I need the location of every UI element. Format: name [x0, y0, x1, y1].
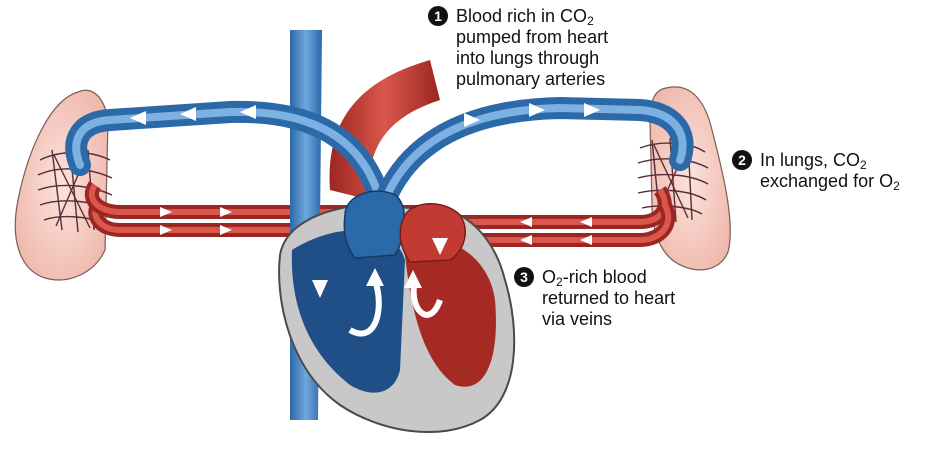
left-ventricle [405, 240, 496, 387]
arrow-left-icon [130, 111, 146, 125]
step-number-badge: 3 [514, 267, 534, 287]
step-number-badge: 2 [732, 150, 752, 170]
arrow-right-icon [160, 225, 172, 235]
callout-text: O2-rich blood returned to heart via vein… [542, 267, 676, 329]
arrow-right-icon [584, 103, 600, 117]
arrow-right-icon [529, 103, 545, 117]
right-ventricle [291, 230, 405, 393]
step-number-badge: 1 [428, 6, 448, 26]
pulmonary-veins [84, 181, 676, 247]
arrow-right-icon [220, 207, 232, 217]
arrow-right-icon [160, 207, 172, 217]
arrow-left-icon [580, 235, 592, 245]
callout-text: Blood rich in CO2 pumped from heart into… [456, 6, 609, 89]
arrow-left-icon [580, 217, 592, 227]
arrow-left-icon [180, 107, 196, 121]
flow-arrows [130, 103, 600, 245]
left-atrium [399, 203, 466, 263]
callout-text: In lungs, CO2 exchanged for O2 [760, 150, 900, 193]
arrow-right-icon [464, 113, 480, 127]
arrow-left-icon [520, 217, 532, 227]
arrow-left-icon [240, 105, 256, 119]
arrow-left-icon [520, 235, 532, 245]
arrow-right-icon [220, 225, 232, 235]
heart [278, 190, 516, 434]
right-atrium [343, 190, 406, 259]
